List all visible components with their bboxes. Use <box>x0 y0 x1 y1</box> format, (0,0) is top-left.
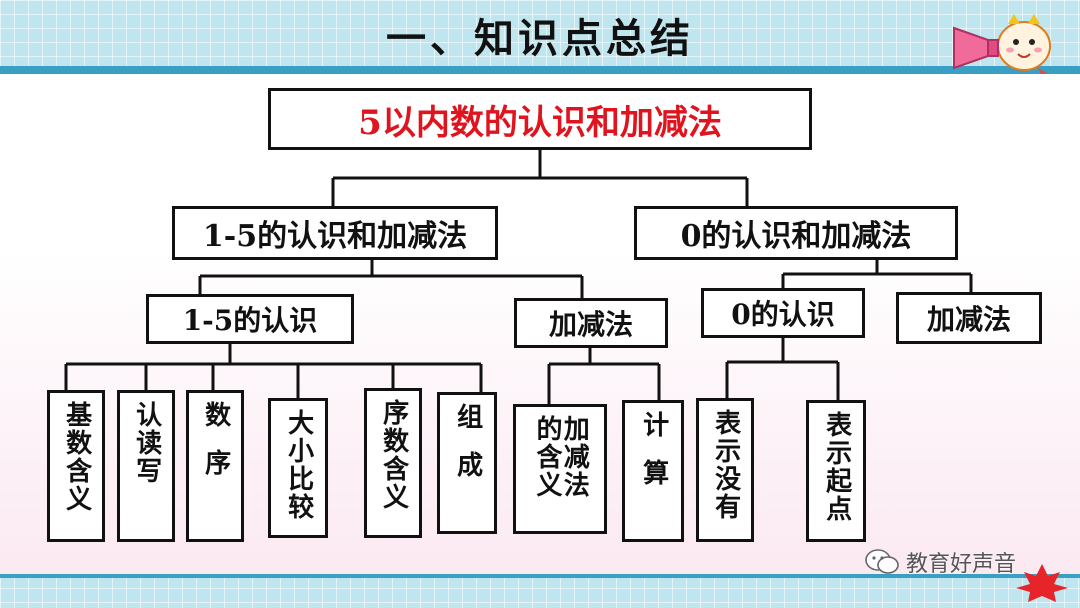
node-0-recognition: 0的认识 <box>701 288 865 338</box>
node-label: 1-5的认识 <box>183 299 318 339</box>
leaf-label: 序数含义 <box>379 399 406 511</box>
footer-band <box>0 574 1080 608</box>
leaf-size-comparison: 大小比较 <box>268 398 328 538</box>
root-node: 5以内数的认识和加减法 <box>268 88 812 150</box>
watermark-text: 教育好声音 <box>906 546 1016 578</box>
node-label: 1-5的认识和加减法 <box>203 211 467 255</box>
node-label: 0的认识和加减法 <box>681 211 912 255</box>
root-node-label: 5以内数的认识和加减法 <box>358 95 722 144</box>
leaf-composition: 组成 <box>437 392 497 534</box>
leaf-label: 表示起点 <box>822 411 849 523</box>
leaf-label: 组成 <box>453 403 480 499</box>
node-1-5-recognition: 1-5的认识 <box>146 294 354 344</box>
leaf-label: 认读写 <box>132 401 159 485</box>
node-label: 加减法 <box>927 298 1011 338</box>
node-right-add-subtract: 加减法 <box>896 292 1042 344</box>
node-label: 加减法 <box>549 303 633 343</box>
leaf-add-subtract-meaning: 加减法的含义 <box>513 404 607 534</box>
leaf-calculation: 计算 <box>622 400 684 542</box>
leaf-label: 计算 <box>639 411 666 507</box>
leaf-means-nothing: 表示没有 <box>696 398 754 542</box>
leaf-means-start: 表示起点 <box>806 400 866 542</box>
leaf-read-write: 认读写 <box>117 390 175 542</box>
node-1-5-add-subtract: 1-5的认识和加减法 <box>172 206 498 260</box>
node-0-add-subtract: 0的认识和加减法 <box>634 206 958 260</box>
leaf-label: 加减法的含义 <box>533 415 588 519</box>
watermark: 教育好声音 <box>864 546 1016 578</box>
node-left-add-subtract: 加减法 <box>514 298 668 348</box>
leaf-label: 数序 <box>201 401 228 497</box>
node-label: 0的认识 <box>731 293 834 333</box>
leaf-cardinal-meaning: 基数含义 <box>47 390 105 542</box>
leaf-ordinal-meaning: 序数含义 <box>364 388 422 538</box>
leaf-label: 基数含义 <box>62 401 89 513</box>
maple-leaf-icon <box>1010 560 1074 604</box>
leaf-label: 大小比较 <box>284 409 311 521</box>
leaf-label: 表示没有 <box>711 409 738 521</box>
leaf-number-order: 数序 <box>186 390 244 542</box>
wechat-icon <box>864 548 900 576</box>
